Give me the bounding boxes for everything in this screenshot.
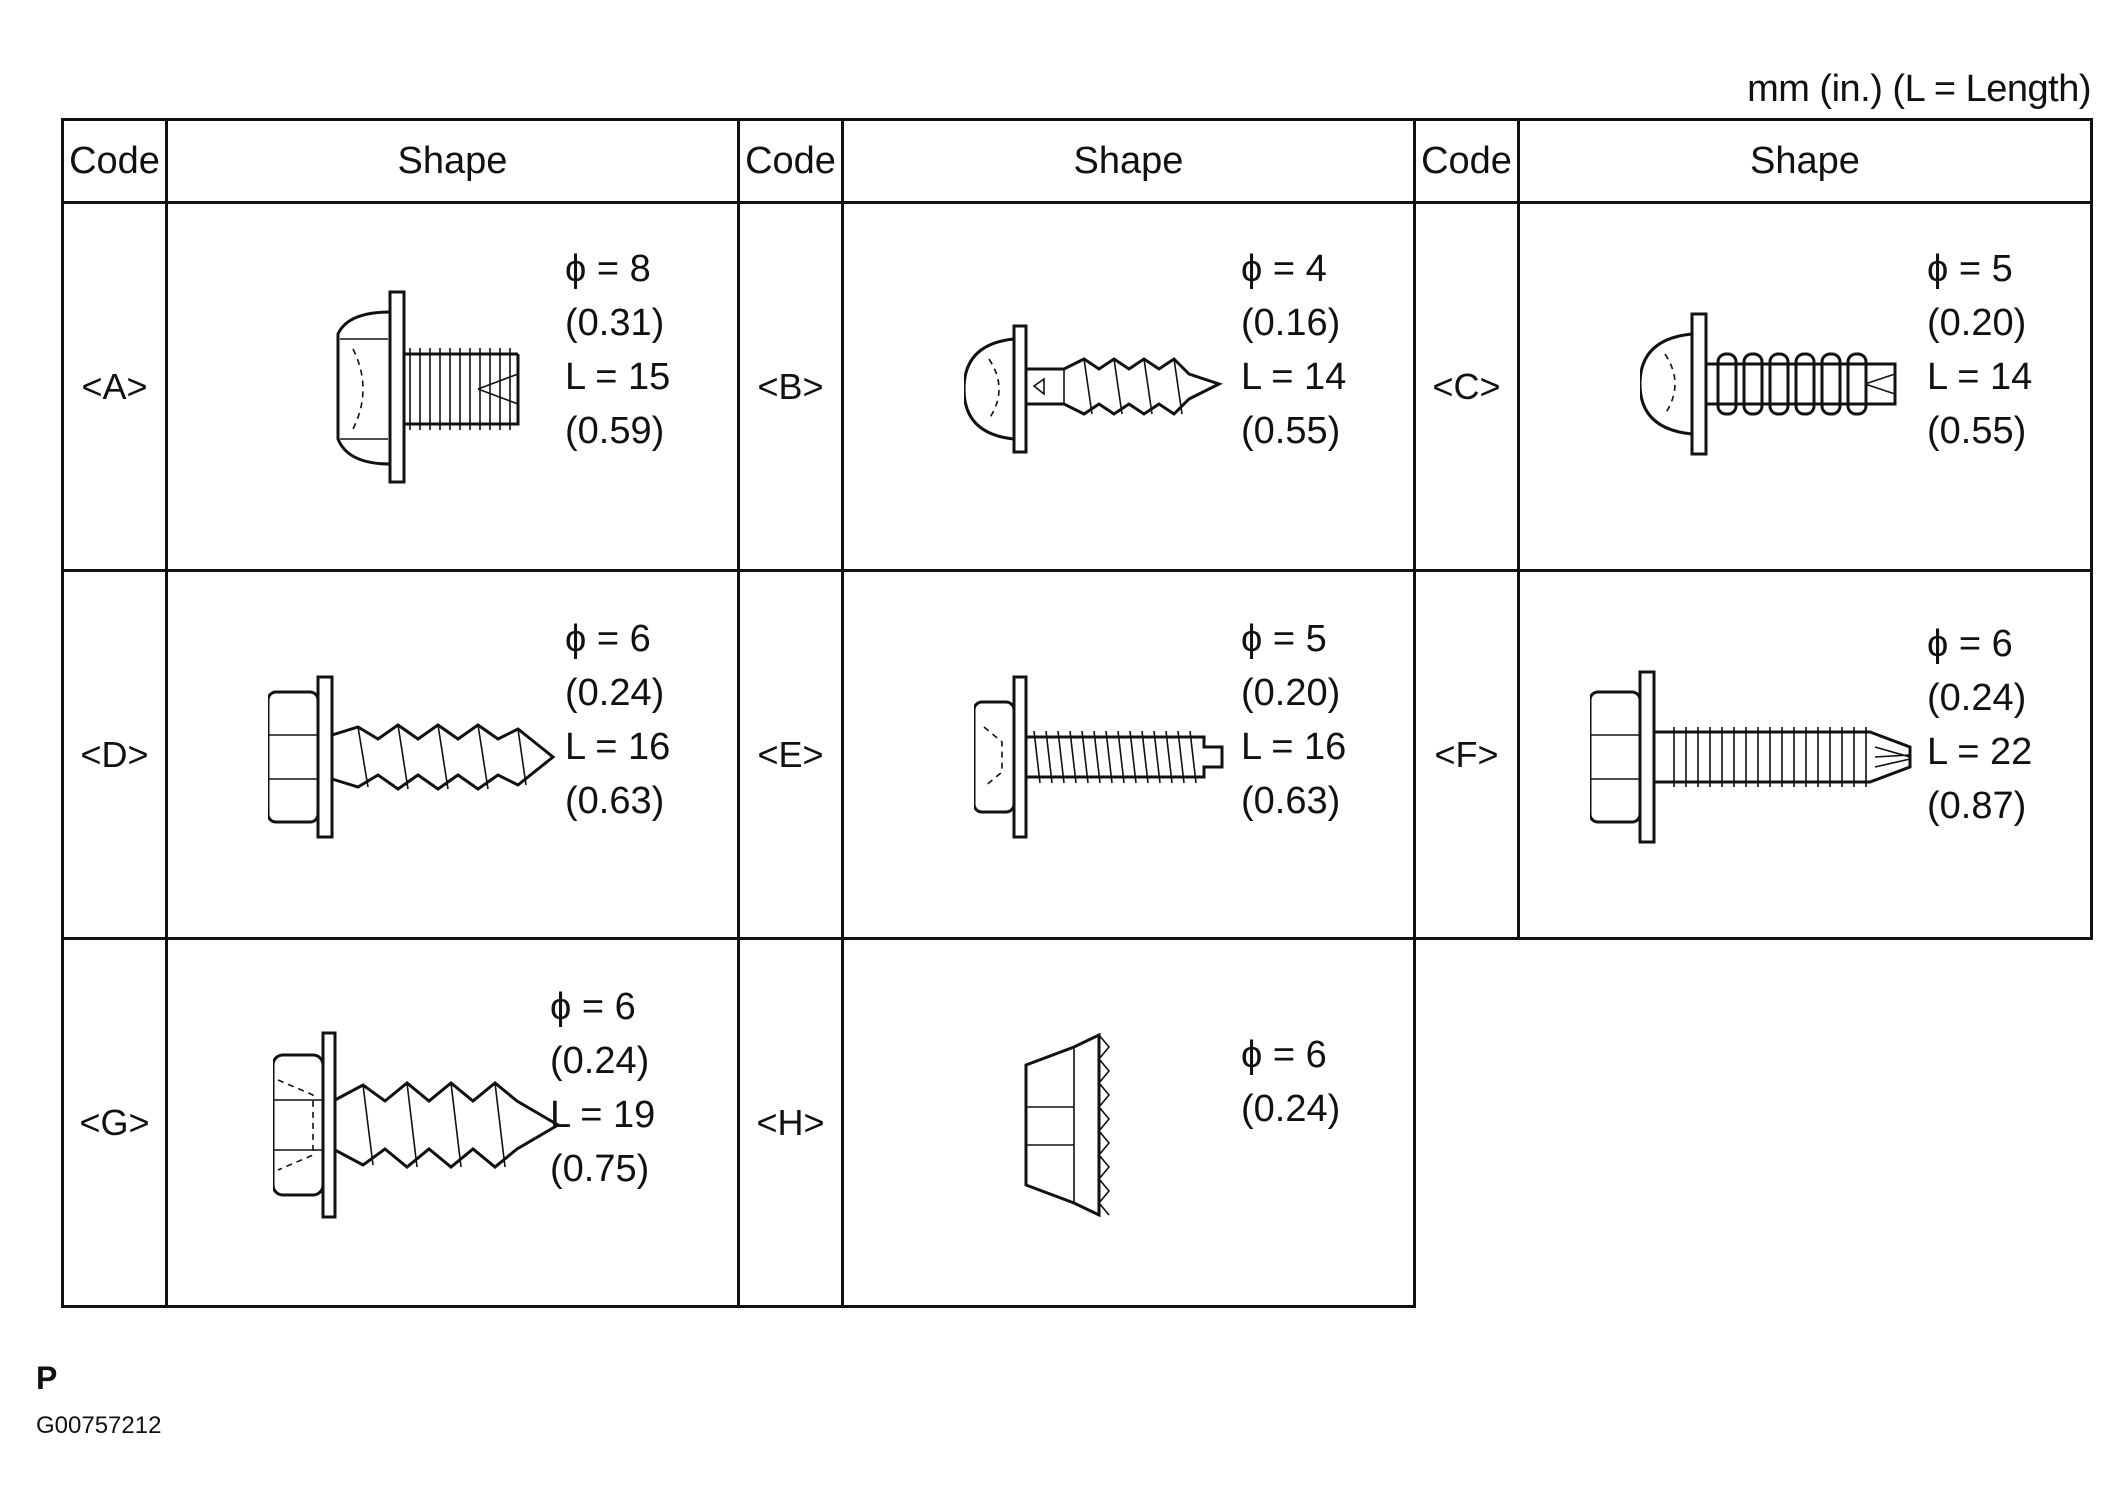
figure-id: G00757212 [36, 1412, 162, 1439]
length-in: (0.59) [565, 410, 665, 452]
header-row: Code Shape Code Shape Code Shape [61, 118, 2093, 204]
fastener-spec: ϕ = 6 (0.24) L = 22 (0.87) [1927, 617, 2032, 833]
flange-hex-bolt-icon [336, 290, 520, 484]
fastener-spec: ϕ = 6 (0.24) L = 19 (0.75) [550, 980, 655, 1196]
shape-header: Shape [1517, 118, 2093, 204]
diameter-in: (0.20) [1927, 302, 2027, 344]
fastener-shape-cell: ϕ = 6 (0.24) L = 22 (0.87) [1517, 569, 2093, 940]
fastener-code: <G> [61, 937, 168, 1308]
code-header: Code [1413, 118, 1520, 204]
fastener-code: <A> [61, 201, 168, 572]
diameter-in: (0.16) [1241, 302, 1341, 344]
hex-washer-tapping-screw-icon [268, 675, 556, 839]
fastener-shape-cell: ϕ = 5 (0.20) L = 16 (0.63) [841, 569, 1416, 940]
fastener-shape-cell: ϕ = 4 (0.16) L = 14 (0.55) [841, 201, 1416, 572]
fastener-spec: ϕ = 4 (0.16) L = 14 (0.55) [1241, 242, 1346, 458]
fastener-shape-cell: ϕ = 6 (0.24) [841, 937, 1416, 1308]
length-in: (0.55) [1241, 410, 1341, 452]
length-in: (0.87) [1927, 785, 2027, 827]
pan-head-tapping-screw-icon [964, 324, 1223, 454]
fastener-code: <D> [61, 569, 168, 940]
length-in: (0.63) [565, 780, 665, 822]
diameter-mm: ϕ = 4 [1241, 248, 1327, 290]
diameter-in: (0.24) [550, 1040, 650, 1082]
diameter-mm: ϕ = 6 [565, 618, 651, 660]
diameter-mm: ϕ = 6 [1241, 1034, 1327, 1076]
length-in: (0.75) [550, 1148, 650, 1190]
fastener-spec: ϕ = 5 (0.20) L = 14 (0.55) [1927, 242, 2032, 458]
fastener-code: <H> [737, 937, 844, 1308]
fastener-table: Code Shape Code Shape Code Shape <A> [61, 118, 2093, 1308]
length-mm: L = 14 [1241, 356, 1347, 398]
fastener-shape-cell: ϕ = 8 (0.31) L = 15 (0.59) [165, 201, 740, 572]
diameter-mm: ϕ = 8 [565, 248, 651, 290]
diameter-in: (0.31) [565, 302, 665, 344]
length-mm: L = 14 [1927, 356, 2033, 398]
diameter-mm: ϕ = 5 [1927, 248, 2013, 290]
fastener-code: <C> [1413, 201, 1520, 572]
serrated-flange-nut-icon [1024, 1032, 1111, 1218]
fastener-code: <B> [737, 201, 844, 572]
length-mm: L = 16 [565, 726, 671, 768]
pan-head-thread-forming-screw-icon [1640, 312, 1897, 456]
hex-washer-fine-thread-screw-icon [974, 675, 1224, 839]
diameter-mm: ϕ = 5 [1241, 618, 1327, 660]
length-mm: L = 19 [550, 1094, 656, 1136]
diameter-mm: ϕ = 6 [550, 986, 636, 1028]
fastener-row: <D> ϕ = 6 (0.24) L = 16 (0.63) [61, 569, 2093, 940]
fastener-row: <G> ϕ = 6 (0.24) L = 19 (0.75) [61, 937, 2092, 1308]
fastener-spec: ϕ = 8 (0.31) L = 15 (0.59) [565, 242, 670, 458]
length-mm: L = 16 [1241, 726, 1347, 768]
diameter-in: (0.24) [565, 672, 665, 714]
length-mm: L = 22 [1927, 731, 2033, 773]
fastener-spec: ϕ = 6 (0.24) [1241, 1028, 1340, 1136]
length-in: (0.55) [1927, 410, 2027, 452]
fastener-row: <A> ϕ = 8 (0.31) L [61, 201, 2093, 572]
page-letter: P [36, 1360, 58, 1396]
fastener-code: <E> [737, 569, 844, 940]
shape-header: Shape [841, 118, 1416, 204]
fastener-shape-cell: ϕ = 5 (0.20) L = 14 (0.55) [1517, 201, 2093, 572]
fastener-spec: ϕ = 5 (0.20) L = 16 (0.63) [1241, 612, 1346, 828]
diameter-in: (0.20) [1241, 672, 1341, 714]
diameter-in: (0.24) [1927, 677, 2027, 719]
length-mm: L = 15 [565, 356, 671, 398]
length-in: (0.63) [1241, 780, 1341, 822]
shape-header: Shape [165, 118, 740, 204]
fastener-shape-cell: ϕ = 6 (0.24) L = 16 (0.63) [165, 569, 740, 940]
units-note: mm (in.) (L = Length) [1747, 68, 2091, 110]
hex-washer-coarse-screw-icon [273, 1031, 561, 1219]
code-header: Code [61, 118, 168, 204]
diameter-mm: ϕ = 6 [1927, 623, 2013, 665]
fastener-spec: ϕ = 6 (0.24) L = 16 (0.63) [565, 612, 670, 828]
fastener-shape-cell: ϕ = 6 (0.24) L = 19 (0.75) [165, 937, 740, 1308]
code-header: Code [737, 118, 844, 204]
diameter-in: (0.24) [1241, 1088, 1341, 1130]
fastener-code: <F> [1413, 569, 1520, 940]
hex-washer-bolt-icon [1590, 670, 1912, 844]
